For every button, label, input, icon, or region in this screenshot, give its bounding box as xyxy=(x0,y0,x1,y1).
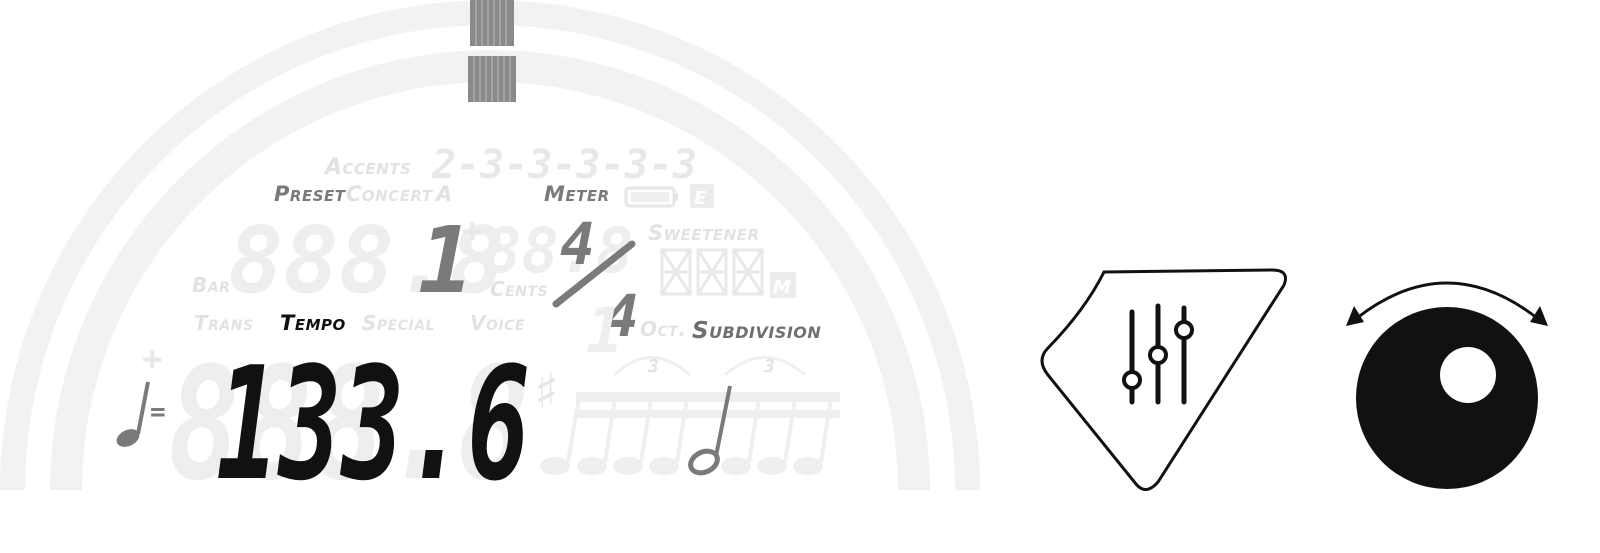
meter-label: Meter xyxy=(544,182,610,206)
equals-sign: = xyxy=(150,397,166,427)
meter-denominator: 4 xyxy=(604,282,639,350)
settings-button[interactable] xyxy=(1040,268,1287,491)
sharp-sign: ♯ xyxy=(530,360,563,423)
accents-label: Accents xyxy=(323,155,411,180)
triplet-number-2: 3 xyxy=(763,356,775,377)
bar-label: Bar xyxy=(192,273,230,297)
mode-label: M xyxy=(773,277,791,298)
tempo-label: Tempo xyxy=(280,311,346,335)
preset-value: 1 xyxy=(418,207,473,314)
special-label: Special xyxy=(362,311,435,335)
cents-plus-sign: + xyxy=(462,211,482,251)
preset-digits-ghost: 888.8 xyxy=(228,207,505,314)
rotary-dial[interactable] xyxy=(1346,281,1548,489)
cents-label: Cents xyxy=(490,277,548,301)
meter-numerator: 4 xyxy=(560,210,595,278)
trans-label: Trans xyxy=(194,311,254,335)
concert-a-label: A xyxy=(434,182,453,206)
battery-label: E xyxy=(694,188,707,209)
rotate-arrow-left-head xyxy=(1346,306,1364,326)
subdivision-notes-ghost xyxy=(540,356,840,475)
tempo-plus-sign: + xyxy=(142,339,162,379)
sliders-icon xyxy=(1122,303,1194,405)
oct-label: Oct. xyxy=(640,317,686,341)
preset-label: Preset xyxy=(274,182,347,206)
tuner-needle xyxy=(468,0,516,102)
subdivision-label: Subdivision xyxy=(692,318,821,344)
octave-digit-ghost: 1 xyxy=(586,294,623,367)
battery-indicator-box xyxy=(690,184,714,208)
rotate-arrow-arc xyxy=(1356,281,1538,320)
cents-digits-ghost: 88.8 xyxy=(484,214,633,287)
tempo-ghost-digits: 888.8 xyxy=(168,333,530,515)
triplet-number-1: 3 xyxy=(647,356,659,377)
tempo-value: 133.6 xyxy=(216,333,530,515)
quarter-note-icon xyxy=(116,381,150,447)
meter-slash xyxy=(552,240,636,308)
mode-indicator-box xyxy=(770,272,796,298)
rotate-arrow-right-head xyxy=(1530,306,1548,326)
rotary-knob-icon xyxy=(1356,307,1538,489)
half-note-icon xyxy=(688,385,732,476)
voice-label: Voice xyxy=(470,311,525,335)
dial-position-indicator xyxy=(1440,347,1496,403)
voice-char-segments xyxy=(660,248,764,296)
concert-label: Concert xyxy=(346,182,434,206)
accents-pattern: 2-3-3-3-3-3 xyxy=(431,142,697,188)
battery-icon xyxy=(624,186,678,208)
sweetener-label: Sweetener xyxy=(648,221,760,245)
